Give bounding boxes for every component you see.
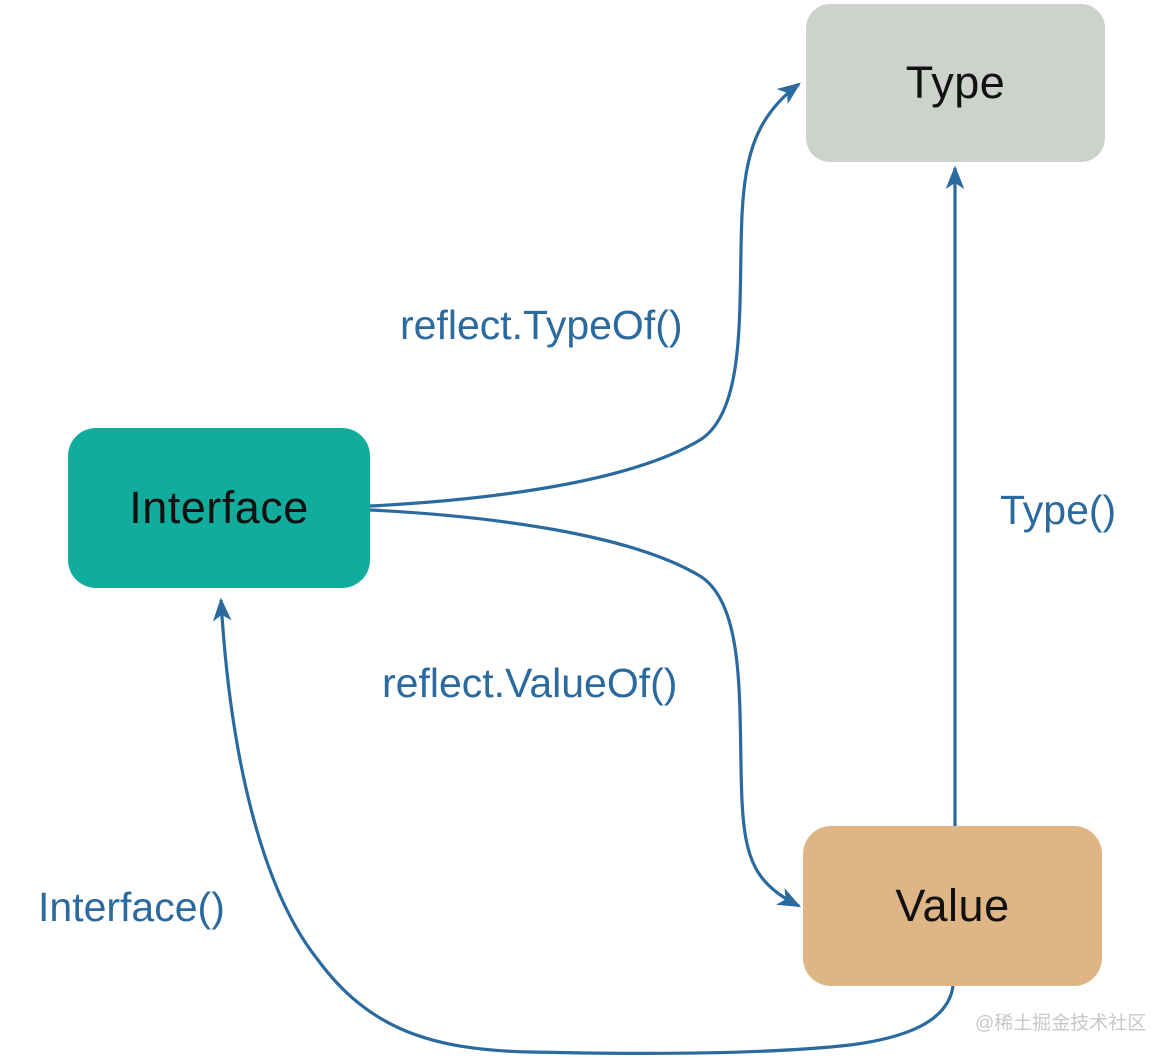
edge-label-type-call: Type()	[1000, 487, 1117, 533]
node-value[interactable]: Value	[803, 826, 1102, 986]
edge-label-typeof: reflect.TypeOf()	[400, 302, 683, 348]
node-value-label: Value	[895, 880, 1010, 931]
edge-valueof-path	[369, 508, 802, 908]
edge-label-interface-call: Interface()	[38, 884, 225, 930]
edge-typeof-path	[369, 82, 801, 508]
edge-label-valueof: reflect.ValueOf()	[382, 660, 678, 706]
node-interface[interactable]: Interface	[68, 428, 370, 588]
node-interface-label: Interface	[129, 482, 309, 533]
node-type-label: Type	[905, 57, 1006, 108]
edge-interface-call-path	[212, 597, 955, 1055]
node-type[interactable]: Type	[806, 4, 1105, 162]
watermark: @稀土掘金技术社区	[975, 1013, 1147, 1034]
